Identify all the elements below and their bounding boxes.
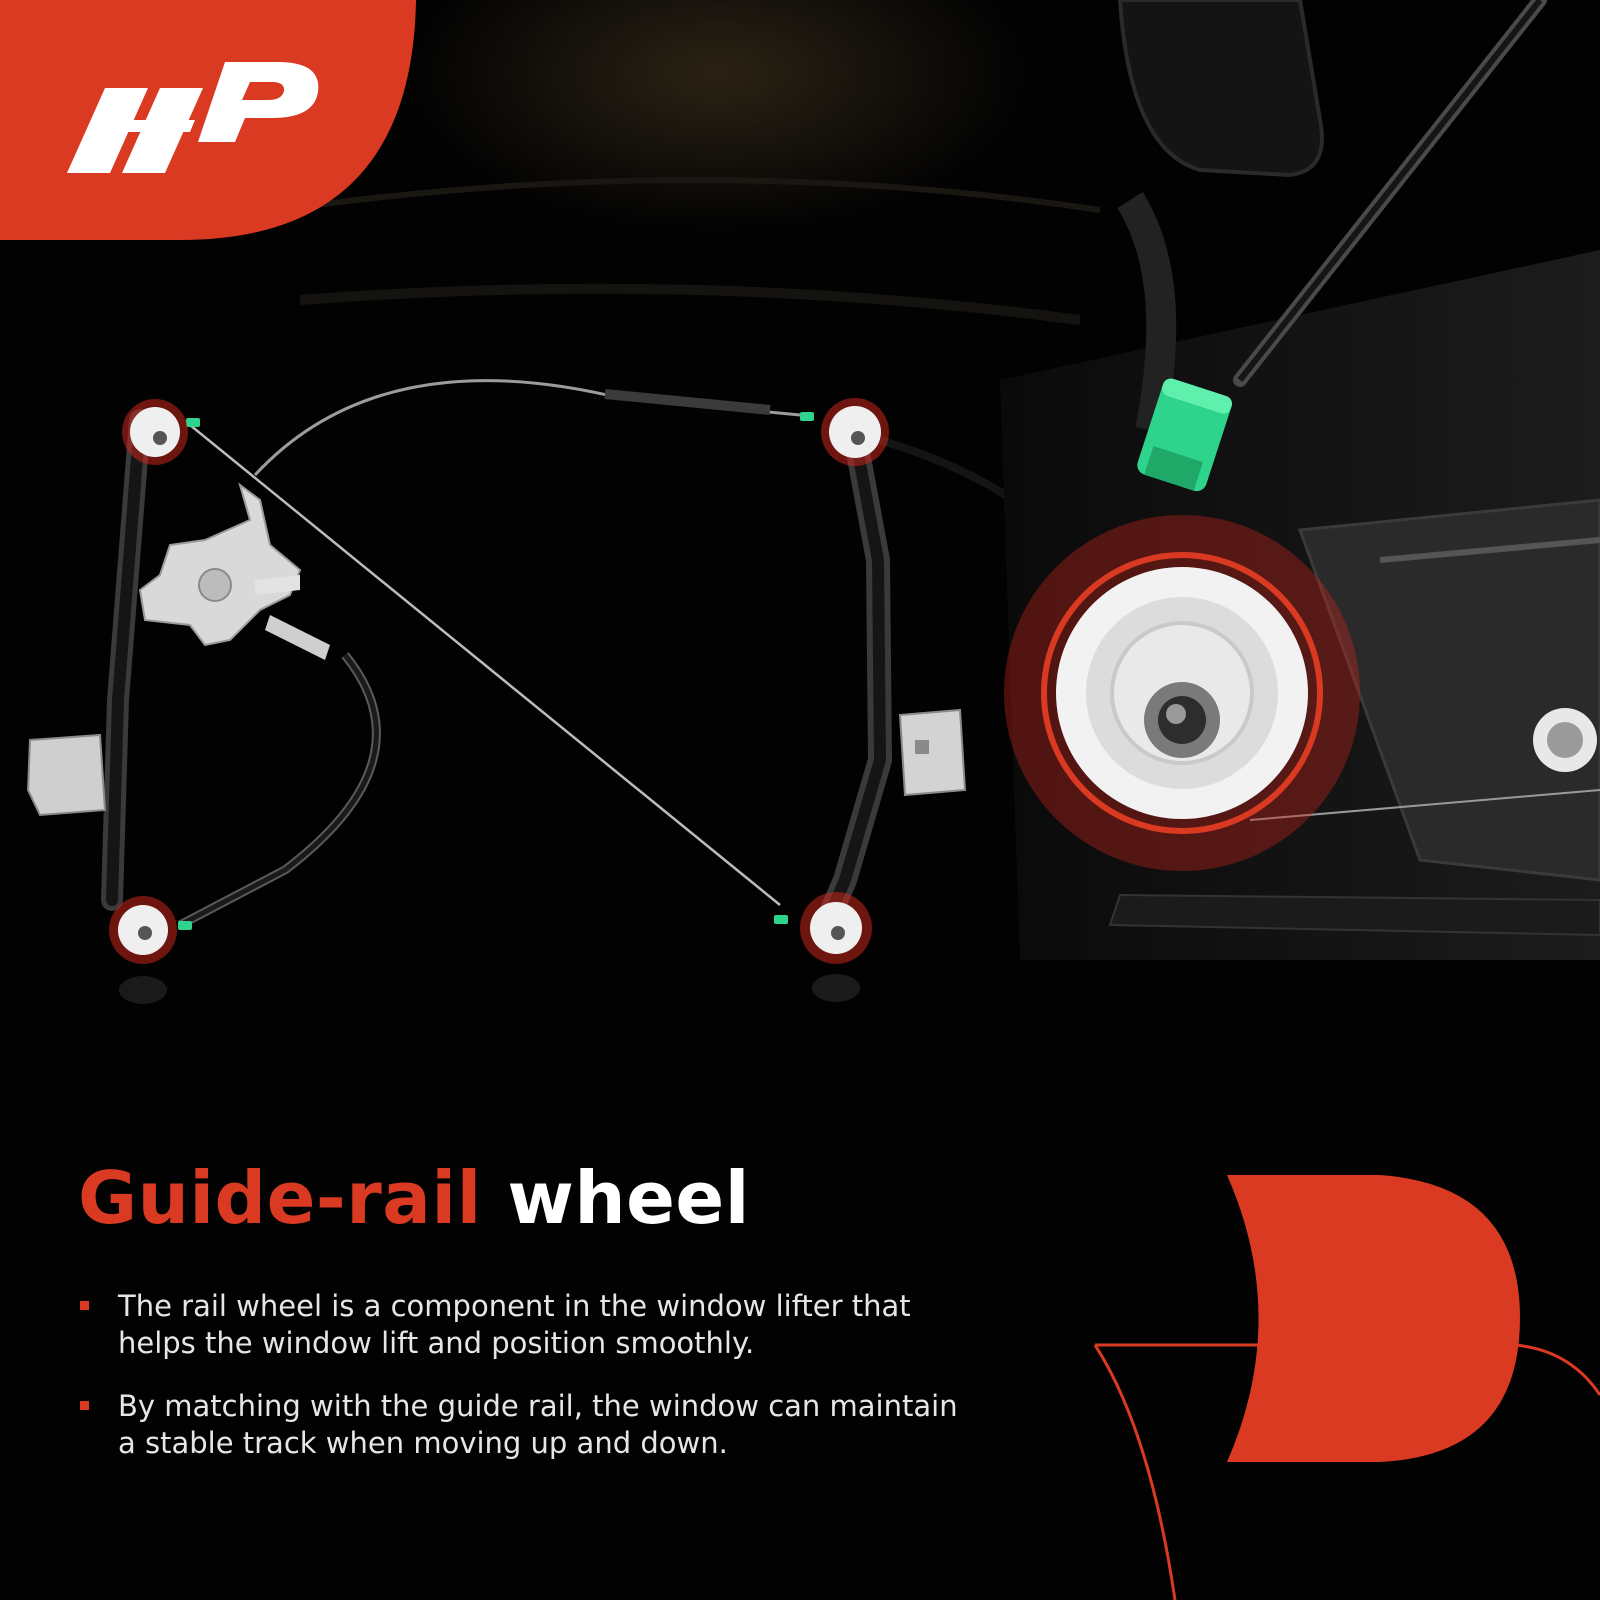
feature-bullet: By matching with the guide rail, the win… <box>78 1388 978 1462</box>
cable-clip <box>178 921 192 930</box>
cable-clip <box>186 418 200 427</box>
pulley-top-right <box>821 398 889 466</box>
square-bullet-icon <box>80 1401 89 1410</box>
feature-bullet-text: By matching with the guide rail, the win… <box>118 1389 958 1460</box>
pulley-bottom-right <box>800 892 872 964</box>
decor-half-circle <box>1227 1175 1520 1462</box>
feature-title-accent: Guide-rail <box>78 1156 482 1240</box>
feature-bullet-list: The rail wheel is a component in the win… <box>78 1288 978 1488</box>
lifter-rail-closeup <box>1297 498 1600 882</box>
brand-logo-mark <box>67 62 319 173</box>
decor-curve-line <box>1093 1344 1177 1600</box>
pulley-bottom-left <box>109 896 177 964</box>
right-mount-bracket <box>898 708 967 797</box>
left-mount-bracket <box>26 733 107 817</box>
cable-clip-green <box>1137 378 1233 492</box>
regulator-gear-housing <box>138 482 302 647</box>
cable-clip <box>774 915 788 924</box>
square-bullet-icon <box>80 1301 89 1310</box>
upper-cable <box>253 379 801 477</box>
cable-clip <box>800 412 814 421</box>
diagonal-cable <box>189 424 781 906</box>
decor-arc-line <box>1095 1343 1600 1396</box>
feature-bullet: The rail wheel is a component in the win… <box>78 1288 978 1362</box>
door-handle <box>1117 0 1324 178</box>
feature-title-rest: wheel <box>507 1156 750 1240</box>
feature-bullet-text: The rail wheel is a component in the win… <box>118 1289 911 1360</box>
feature-title: Guide-rail wheel <box>78 1162 750 1234</box>
closeup-highlight-ring <box>1041 552 1323 834</box>
pulley-top-left <box>122 399 188 465</box>
